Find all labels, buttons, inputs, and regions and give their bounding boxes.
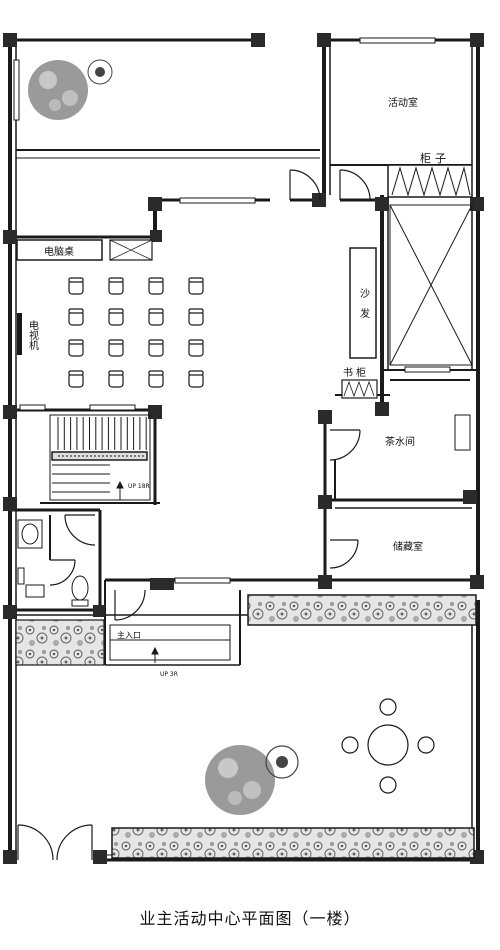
chair <box>188 339 204 357</box>
cabinet-furniture <box>387 164 473 198</box>
staircase <box>49 414 151 501</box>
label-sofa: 沙发 <box>358 288 370 328</box>
chair <box>188 370 204 388</box>
walls <box>8 38 480 862</box>
void-opening <box>389 204 473 366</box>
label-tea-room: 茶水间 <box>385 435 415 448</box>
chair <box>188 308 204 326</box>
chair <box>148 277 164 295</box>
chair <box>108 308 124 326</box>
chair <box>68 308 84 326</box>
plan-caption: 业主活动中心平面图（一楼） <box>139 909 361 928</box>
label-computer-desk: 电脑桌 <box>44 245 74 258</box>
sofa-furniture <box>349 247 377 359</box>
chair <box>108 277 124 295</box>
label-up-18r: UP 18R <box>128 483 150 490</box>
label-tv: 电视机 <box>27 319 39 351</box>
round-table-set <box>341 698 435 794</box>
bookcase-furniture <box>341 379 378 399</box>
chair <box>148 339 164 357</box>
windows <box>13 37 451 584</box>
label-cabinet: 柜子 <box>420 152 450 165</box>
bathroom-fixtures <box>17 519 89 607</box>
computer-desk-furniture <box>16 239 153 261</box>
label-activity-room: 活动室 <box>388 96 418 109</box>
chair-grid <box>68 277 204 388</box>
chair <box>188 277 204 295</box>
chair <box>68 339 84 357</box>
entrance-steps <box>109 624 231 663</box>
chair <box>108 339 124 357</box>
chair <box>148 370 164 388</box>
label-main-entrance: 主入口 <box>117 630 141 640</box>
label-bookcase: 书柜 <box>343 366 369 379</box>
doors <box>17 169 371 861</box>
chair <box>108 370 124 388</box>
chair <box>68 370 84 388</box>
planter-lower <box>111 827 475 859</box>
chair <box>68 277 84 295</box>
tv-furniture <box>17 313 22 355</box>
tree-top <box>28 59 113 120</box>
label-up-3r: UP 3R <box>160 671 178 678</box>
planter-upper <box>247 594 477 626</box>
tree-bottom <box>205 745 299 815</box>
chair <box>148 308 164 326</box>
label-storage: 储藏室 <box>393 540 423 553</box>
tea-counter <box>454 414 471 451</box>
planter-small <box>15 619 105 666</box>
